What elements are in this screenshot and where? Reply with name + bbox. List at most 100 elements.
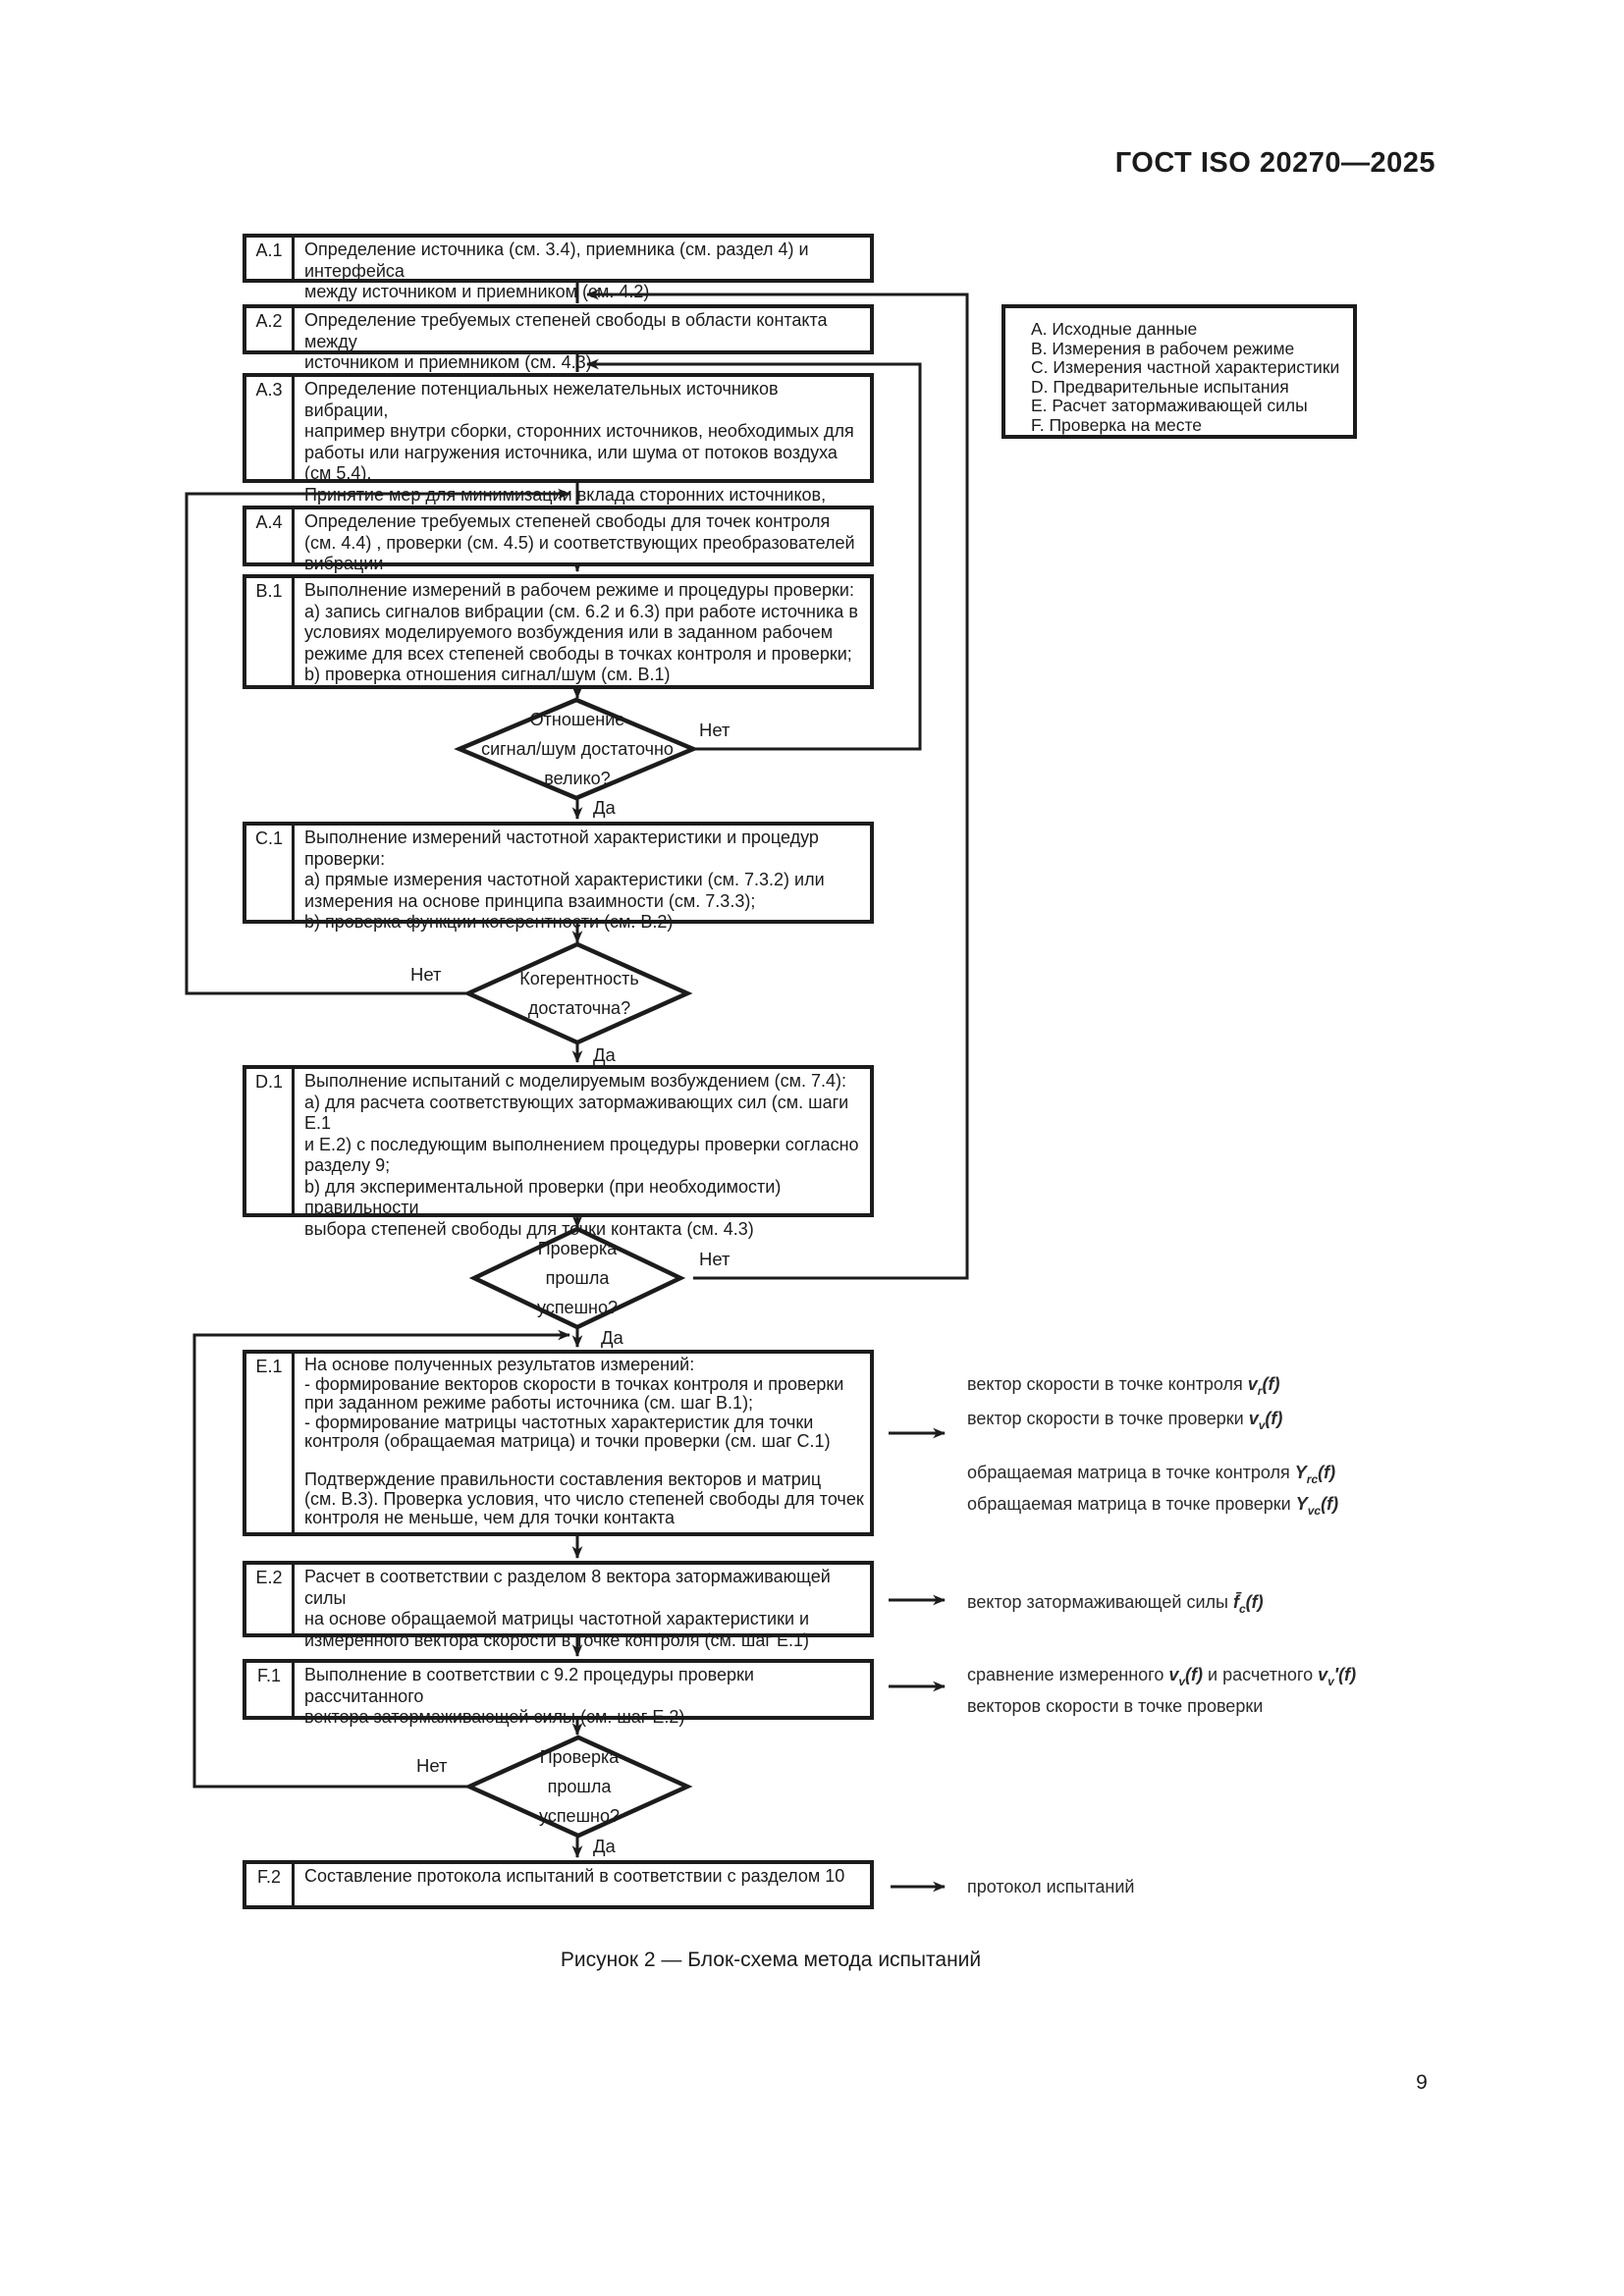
page-number: 9 [1416,2071,1428,2094]
step-label-f2: F.2 [246,1864,295,1905]
step-box-e1: E.1 На основе полученных результатов изм… [243,1350,874,1536]
label-yes-3: Да [601,1327,623,1348]
loop-dec4-no-to-e1 [192,1329,571,1789]
label-no-3: Нет [699,1249,731,1269]
math-subscript: v [1178,1675,1186,1688]
flow-lines [185,283,969,1893]
step-box-a1: A.1 Определение источника (см. 3.4), при… [243,234,874,301]
decision-text-check-1: Проверка прошла успешно? [537,1239,618,1317]
annotation-text: вектор скорости в точке проверки [967,1409,1249,1428]
step-label-a1: A.1 [246,238,295,279]
label-yes-4: Да [593,1836,616,1856]
step-label-c1: C.1 [246,826,295,920]
decision-text-coherence: Когерентность достаточна? [519,969,639,1018]
decision-diamond-3 [468,1226,686,1330]
step-text-f1: Выполнение в соответствии с 9.2 процедур… [304,1665,754,1727]
step-label-b1: B.1 [246,578,295,685]
annotation-line: векторов скорости в точке проверки [967,1696,1264,1716]
legend-item-f: F. Проверка на месте [1031,414,1203,435]
math-prime: ′ [1333,1665,1339,1684]
legend-item-b: B. Измерения в рабочем режиме [1031,338,1295,358]
figure-caption: Рисунок 2 — Блок-схема метода испытаний [560,1949,982,1971]
loop-dec2-no-to-a4 [185,488,571,995]
annotation-f1: сравнение измеренного vv(f) и расчетного… [967,1663,1356,1719]
math-subscript: v [1258,1418,1266,1432]
legend-box: A. Исходные данные B. Измерения в рабоче… [1001,304,1357,439]
annotation-line: протокол испытаний [967,1877,1135,1896]
annotation-text: сравнение измеренного [967,1665,1169,1684]
math-argument: (f) [1245,1592,1264,1612]
label-no-1: Нет [699,720,731,740]
label-no-4: Нет [416,1755,448,1776]
document-header: ГОСТ ISO 20270—2025 [1114,147,1435,179]
loop-dec3-no-to-a2 [585,289,969,1280]
step-text-a4: Определение требуемых степеней свободы д… [304,511,855,573]
math-symbol: v [1247,1374,1258,1394]
annotation-e2: вектор затормаживающей силы f̄c(f) [967,1590,1264,1622]
step-text-e1: На основе полученных результатов измерен… [304,1355,864,1527]
math-symbol: v [1318,1665,1328,1684]
step-box-c1: C.1 Выполнение измерений частотной харак… [243,822,874,932]
step-text-a1: Определение источника (см. 3.4), приемни… [304,240,809,301]
step-box-b1: B.1 Выполнение измерений в рабочем режим… [243,574,874,689]
annotation-f2: протокол испытаний [967,1875,1134,1899]
decision-diamond-1 [454,697,699,801]
step-label-a4: A.4 [246,509,295,562]
step-label-e1: E.1 [246,1354,295,1532]
annotation-line: сравнение измеренного vv(f) и расчетного… [967,1663,1356,1694]
math-subscript: rc [1306,1472,1319,1486]
math-subscript: v [1327,1675,1334,1688]
step-box-e2: E.2 Расчет в соответствии с разделом 8 в… [243,1561,874,1650]
label-no-2: Нет [410,964,442,985]
legend-item-e: E. Расчет затормаживающей силы [1031,396,1308,415]
legend-item-a: A. Исходные данные [1031,319,1198,339]
step-text-c1: Выполнение измерений частотной характери… [304,828,825,932]
annotation-line: вектор затормаживающей силы f̄c(f) [967,1590,1264,1622]
step-text-b1: Выполнение измерений в рабочем режиме и … [304,580,858,684]
decision-text-signal-noise: Отношение сигнал/шум достаточно велико? [481,710,674,788]
step-label-a2: A.2 [246,308,295,350]
label-yes-2: Да [593,1044,616,1065]
step-text-a3: Определение потенциальных нежелательных … [304,379,854,525]
decision-diamond-4 [463,1735,693,1839]
math-symbol: Y [1295,1494,1308,1514]
step-text-d1: Выполнение испытаний с моделируемым возб… [304,1071,859,1239]
annotation-line: обращаемая матрица в точке проверки Yvc(… [967,1492,1338,1523]
step-label-e2: E.2 [246,1565,295,1633]
math-argument: (f) [1338,1665,1357,1684]
step-box-f2: F.2 Составление протокола испытаний в со… [243,1860,874,1909]
math-symbol: Y [1294,1463,1307,1482]
math-subscript: r [1257,1384,1263,1398]
step-box-a3: A.3 Определение потенциальных нежелатель… [243,373,874,525]
label-yes-1: Да [593,797,616,818]
math-argument: (f) [1318,1463,1336,1482]
math-argument: (f) [1321,1494,1339,1514]
annotation-e1: вектор скорости в точке контроля vr(f) в… [967,1370,1338,1523]
step-label-f1: F.1 [246,1663,295,1716]
step-box-d1: D.1 Выполнение испытаний с моделируемым … [243,1065,874,1239]
math-subscript: vc [1307,1504,1322,1518]
math-argument: (f) [1265,1409,1283,1428]
step-box-f1: F.1 Выполнение в соответствии с 9.2 проц… [243,1659,874,1727]
step-text-f2: Составление протокола испытаний в соотве… [304,1866,845,1886]
step-label-d1: D.1 [246,1069,295,1213]
step-box-a4: A.4 Определение требуемых степеней свобо… [243,506,874,573]
annotation-text: вектор скорости в точке контроля [967,1374,1248,1394]
step-text-a2: Определение требуемых степеней свободы в… [304,310,828,372]
math-symbol: f̄ [1232,1592,1239,1612]
decision-text-check-2: Проверка прошла успешно? [539,1747,620,1826]
step-text-e2: Расчет в соответствии с разделом 8 векто… [304,1567,831,1650]
step-box-a2: A.2 Определение требуемых степеней свобо… [243,304,874,372]
annotation-text: и расчетного [1203,1665,1319,1684]
legend-item-d: D. Предварительные испытания [1031,376,1289,397]
annotation-text: вектор затормаживающей силы [967,1592,1233,1612]
math-subscript: c [1238,1602,1246,1616]
math-symbol: v [1248,1409,1259,1428]
annotation-line: вектор скорости в точке проверки vv(f) [967,1405,1338,1439]
step-label-a3: A.3 [246,377,295,479]
decision-diamond-2 [462,941,693,1045]
annotation-line: обращаемая матрица в точке контроля Yrc(… [967,1461,1338,1492]
math-argument: (f) [1262,1374,1280,1394]
